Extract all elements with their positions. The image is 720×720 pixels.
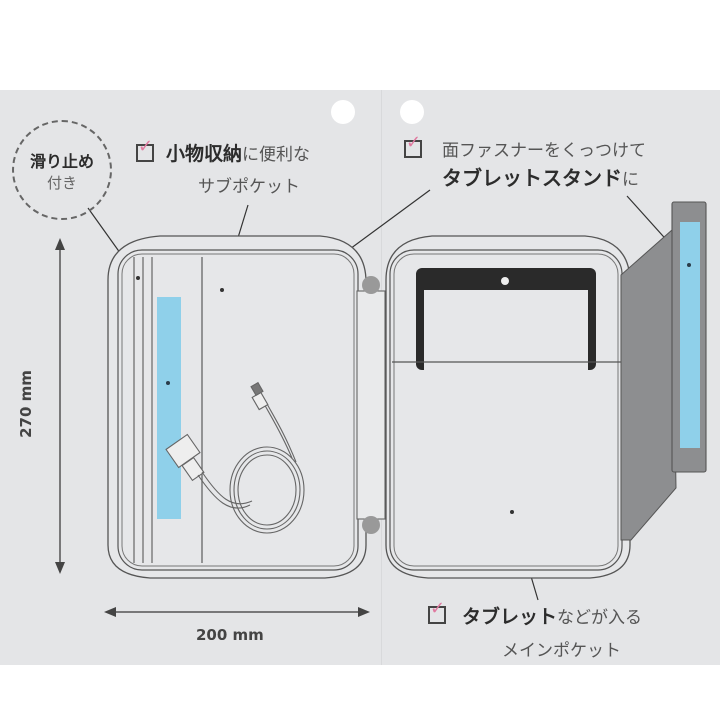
stand-highlight: タブレットスタンド [440,162,626,194]
sub-pocket-line2: サブポケット [198,177,300,197]
stand-rest: に [622,170,639,190]
checkmark-icon: ✓ [430,598,446,619]
sub-pocket-rest: に便利な [242,145,311,165]
stand-line1: 面ファスナーをくっつけて [442,141,646,161]
badge-line1: 滑り止め [29,152,94,171]
checkbox-icon [428,606,446,624]
badge-line2: 付き [46,174,77,192]
sub-pocket-callout: 小物収納に便利な [163,139,311,169]
sub-pocket-highlight: 小物収納 [163,139,247,169]
height-dimension: 270 mm [16,370,35,438]
checkmark-icon: ✓ [406,132,422,153]
hang-hole-right [400,100,424,124]
stand-callout: タブレットスタンドに [440,162,639,194]
checkmark-icon: ✓ [138,136,154,157]
anti-slip-badge: 滑り止め 付き [12,120,112,220]
checkbox-icon [404,140,422,158]
main-pocket-callout: タブレットなどが入る [459,602,643,632]
main-pocket-rest: などが入る [557,608,643,628]
width-dimension: 200 mm [196,626,264,644]
checkbox-icon [136,144,154,162]
main-pocket-highlight: タブレット [459,602,562,632]
main-pocket-line2: メインポケット [502,641,621,661]
hang-hole-left [331,100,355,124]
